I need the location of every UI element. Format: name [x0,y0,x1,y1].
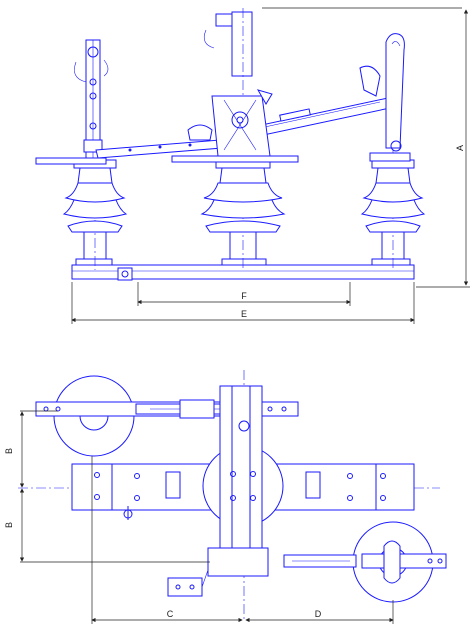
elevation-view: F E A [35,7,470,324]
dim-label-A: A [455,145,465,151]
insulator-middle [200,150,286,270]
top-contact [203,7,462,96]
dim-label-C: C [167,609,174,619]
switch-blade [95,97,391,159]
insulator-left [62,40,128,270]
dim-label-D: D [315,609,322,619]
dim-label-F: F [241,291,247,301]
insulator-right [360,150,426,270]
dim-label-B-upper: B [4,448,14,454]
right-horn [359,33,405,152]
mechanism-middle [187,89,273,157]
plan-view: B B C D [4,370,447,624]
dim-label-B-lower: B [4,522,14,528]
left-arm [74,39,109,159]
dim-label-E: E [241,309,247,319]
